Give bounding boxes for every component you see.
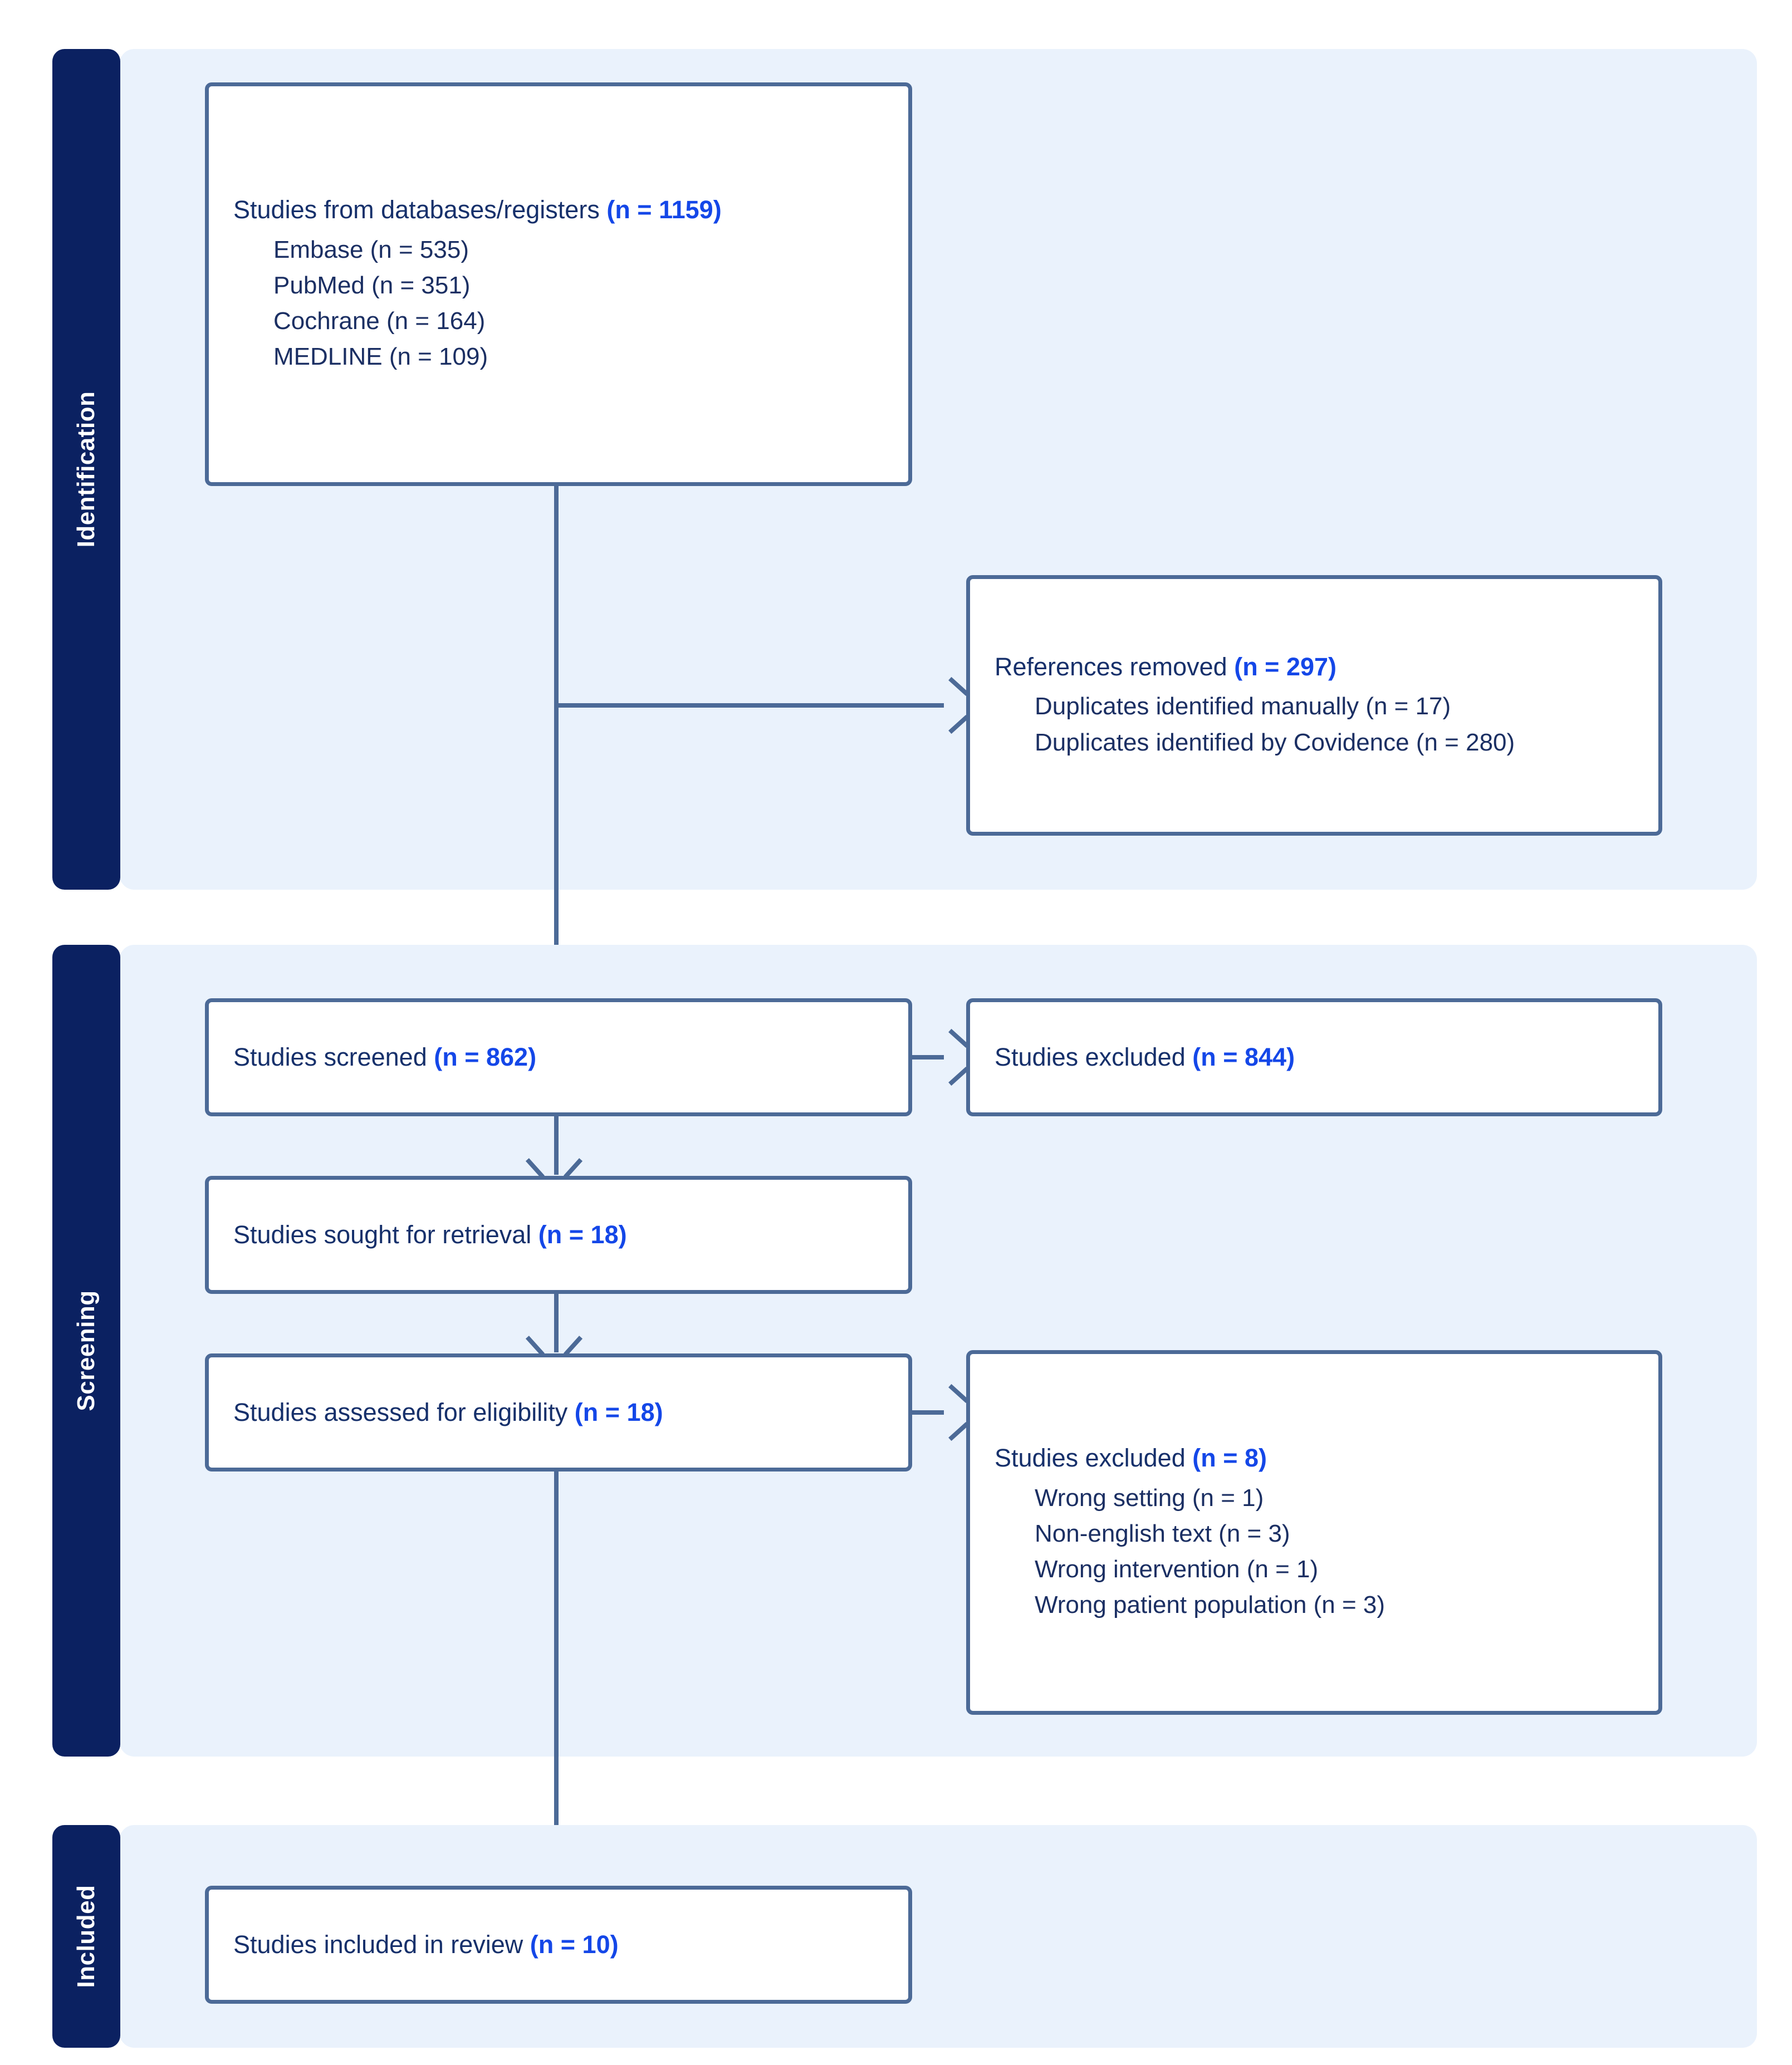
box-studies-excluded-eligibility-list: Wrong setting (n = 1) Non-english text (…	[995, 1480, 1634, 1623]
box-studies-screened-title: Studies screened (n = 862)	[233, 1041, 884, 1073]
box-studies-screened-count: (n = 862)	[434, 1043, 537, 1072]
stage-label-screening: Screening	[72, 1290, 100, 1411]
box-studies-assessed-content: Studies assessed for eligibility (n = 18…	[209, 1396, 908, 1429]
connector-screened-to-excluded	[912, 1055, 944, 1060]
connector-assessed-to-excluded8	[912, 1410, 944, 1415]
box-studies-from-databases: Studies from databases/registers (n = 11…	[205, 82, 912, 486]
box-studies-excluded-screening: Studies excluded (n = 844)	[966, 998, 1662, 1116]
box-references-removed-title-text: References removed	[995, 653, 1235, 681]
box-studies-included-in-review: Studies included in review (n = 10)	[205, 1886, 912, 2004]
box-studies-sought-count: (n = 18)	[538, 1220, 627, 1249]
list-item: Wrong intervention (n = 1)	[1035, 1556, 1319, 1583]
box-studies-from-databases-title: Studies from databases/registers (n = 11…	[233, 193, 884, 226]
box-references-removed-title: References removed (n = 297)	[995, 650, 1634, 683]
list-item: Cochrane (n = 164)	[273, 307, 486, 335]
box-references-removed: References removed (n = 297) Duplicates …	[966, 575, 1662, 836]
box-studies-assessed-title-text: Studies assessed for eligibility	[233, 1398, 575, 1427]
list-item: Duplicates identified manually (n = 17)	[1035, 693, 1451, 720]
box-studies-included-content: Studies included in review (n = 10)	[209, 1928, 908, 1961]
list-item: MEDLINE (n = 109)	[273, 343, 488, 371]
box-studies-excluded-eligibility-count: (n = 8)	[1192, 1444, 1267, 1473]
box-studies-excluded-screening-title-text: Studies excluded	[995, 1043, 1193, 1072]
list-item: PubMed (n = 351)	[273, 271, 471, 299]
stage-bar-identification: Identification	[52, 49, 120, 890]
box-studies-excluded-eligibility-title: Studies excluded (n = 8)	[995, 1441, 1634, 1474]
box-references-removed-content: References removed (n = 297) Duplicates …	[970, 650, 1658, 761]
box-studies-excluded-screening-content: Studies excluded (n = 844)	[970, 1041, 1658, 1073]
box-studies-from-databases-count: (n = 1159)	[606, 195, 722, 224]
box-studies-screened: Studies screened (n = 862)	[205, 998, 912, 1116]
box-studies-screened-content: Studies screened (n = 862)	[209, 1041, 908, 1073]
box-studies-excluded-eligibility: Studies excluded (n = 8) Wrong setting (…	[966, 1350, 1662, 1715]
stage-label-included: Included	[72, 1885, 100, 1988]
stage-bar-screening: Screening	[52, 945, 120, 1757]
box-studies-included-title-text: Studies included in review	[233, 1930, 530, 1959]
list-item: Duplicates identified by Covidence (n = …	[1035, 728, 1515, 756]
box-studies-sought-title-text: Studies sought for retrieval	[233, 1220, 538, 1249]
connector-sought-to-assessed	[554, 1294, 559, 1352]
box-studies-from-databases-title-text: Studies from databases/registers	[233, 195, 607, 224]
connector-sources-to-removed	[554, 703, 944, 708]
list-item: Embase (n = 535)	[273, 236, 469, 263]
box-studies-included-title: Studies included in review (n = 10)	[233, 1928, 884, 1961]
connector-assessed-to-included	[554, 1472, 559, 1883]
box-studies-assessed-title: Studies assessed for eligibility (n = 18…	[233, 1396, 884, 1429]
box-studies-assessed-count: (n = 18)	[574, 1398, 663, 1427]
list-item: Wrong setting (n = 1)	[1035, 1484, 1264, 1512]
box-studies-sought-for-retrieval: Studies sought for retrieval (n = 18)	[205, 1176, 912, 1294]
list-item: Wrong patient population (n = 3)	[1035, 1591, 1385, 1619]
connector-screened-to-sought	[554, 1116, 559, 1175]
box-references-removed-count: (n = 297)	[1234, 653, 1337, 681]
box-studies-excluded-screening-count: (n = 844)	[1192, 1043, 1295, 1072]
box-studies-assessed-for-eligibility: Studies assessed for eligibility (n = 18…	[205, 1353, 912, 1472]
box-studies-from-databases-list: Embase (n = 535) PubMed (n = 351) Cochra…	[233, 232, 884, 375]
box-studies-included-count: (n = 10)	[530, 1930, 619, 1959]
connector-sources-to-screened	[554, 486, 559, 995]
box-references-removed-list: Duplicates identified manually (n = 17) …	[995, 689, 1634, 760]
box-studies-excluded-eligibility-content: Studies excluded (n = 8) Wrong setting (…	[970, 1441, 1658, 1623]
box-studies-excluded-eligibility-title-text: Studies excluded	[995, 1444, 1193, 1473]
box-studies-screened-title-text: Studies screened	[233, 1043, 434, 1072]
stage-bar-included: Included	[52, 1825, 120, 2048]
box-studies-from-databases-content: Studies from databases/registers (n = 11…	[209, 193, 908, 375]
box-studies-sought-content: Studies sought for retrieval (n = 18)	[209, 1218, 908, 1251]
box-studies-excluded-screening-title: Studies excluded (n = 844)	[995, 1041, 1634, 1073]
stage-label-identification: Identification	[72, 391, 100, 548]
list-item: Non-english text (n = 3)	[1035, 1519, 1290, 1547]
box-studies-sought-title: Studies sought for retrieval (n = 18)	[233, 1218, 884, 1251]
